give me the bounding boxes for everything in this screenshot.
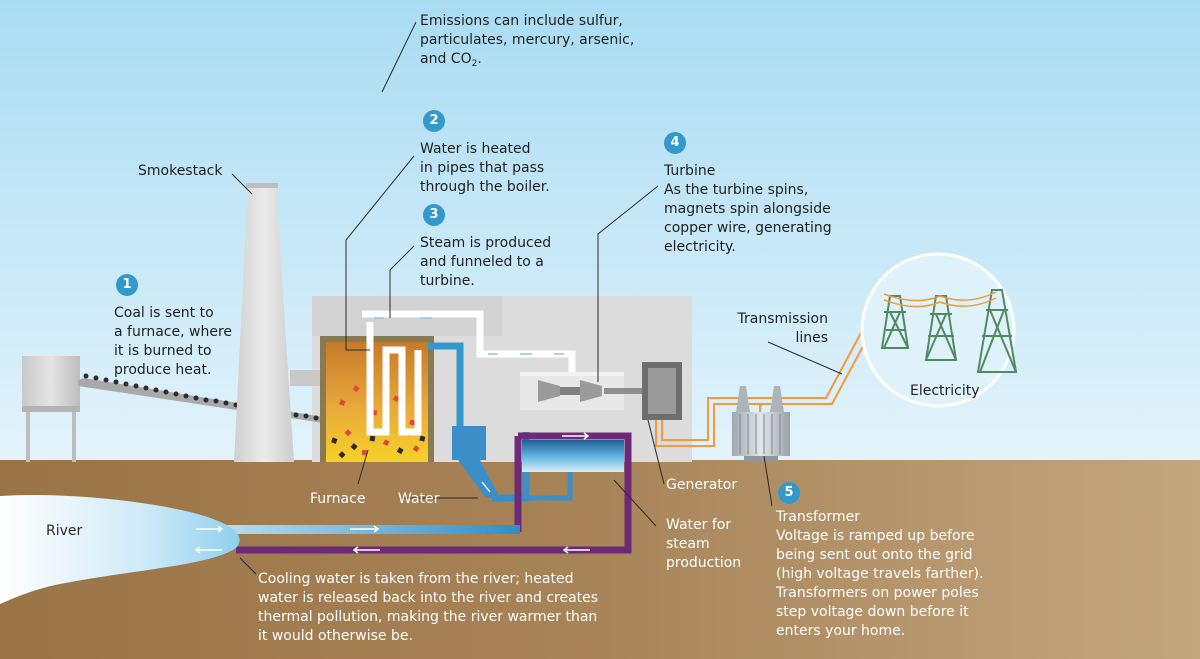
step-2-badge: 2 — [423, 110, 445, 132]
emissions-line-3: and CO2. — [420, 51, 482, 69]
transmission-lines-label: Transmission lines — [737, 311, 828, 346]
step-2-text: Water is heated in pipes that pass throu… — [420, 141, 550, 195]
step-1-text: Coal is sent to a furnace, where it is b… — [114, 305, 233, 378]
emissions-line-1: Emissions can include sulfur, — [420, 13, 623, 29]
step-1-badge: 1 — [116, 274, 138, 296]
step-5-badge: 5 — [778, 482, 800, 504]
smokestack-label: Smokestack — [138, 163, 223, 179]
step-3-badge: 3 — [423, 204, 445, 226]
step-4-badge: 4 — [664, 132, 686, 154]
step-4-text: Turbine As the turbine spins, magnets sp… — [664, 163, 832, 255]
emissions-note: Emissions can include sulfur, particulat… — [420, 12, 634, 69]
furnace-label: Furnace — [310, 491, 366, 507]
river-label: River — [46, 523, 83, 539]
water-for-steam-label: Water for steam production — [666, 517, 742, 571]
emissions-line-2: particulates, mercury, arsenic, — [420, 32, 635, 48]
step-5-text: Transformer Voltage is ramped up before … — [776, 509, 984, 639]
step-3-text: Steam is produced and funneled to a turb… — [420, 235, 552, 289]
electricity-label: Electricity — [910, 383, 980, 399]
water-label: Water — [398, 491, 440, 507]
generator-label: Generator — [666, 477, 738, 493]
cooling-water-note: Cooling water is taken from the river; h… — [258, 571, 599, 644]
